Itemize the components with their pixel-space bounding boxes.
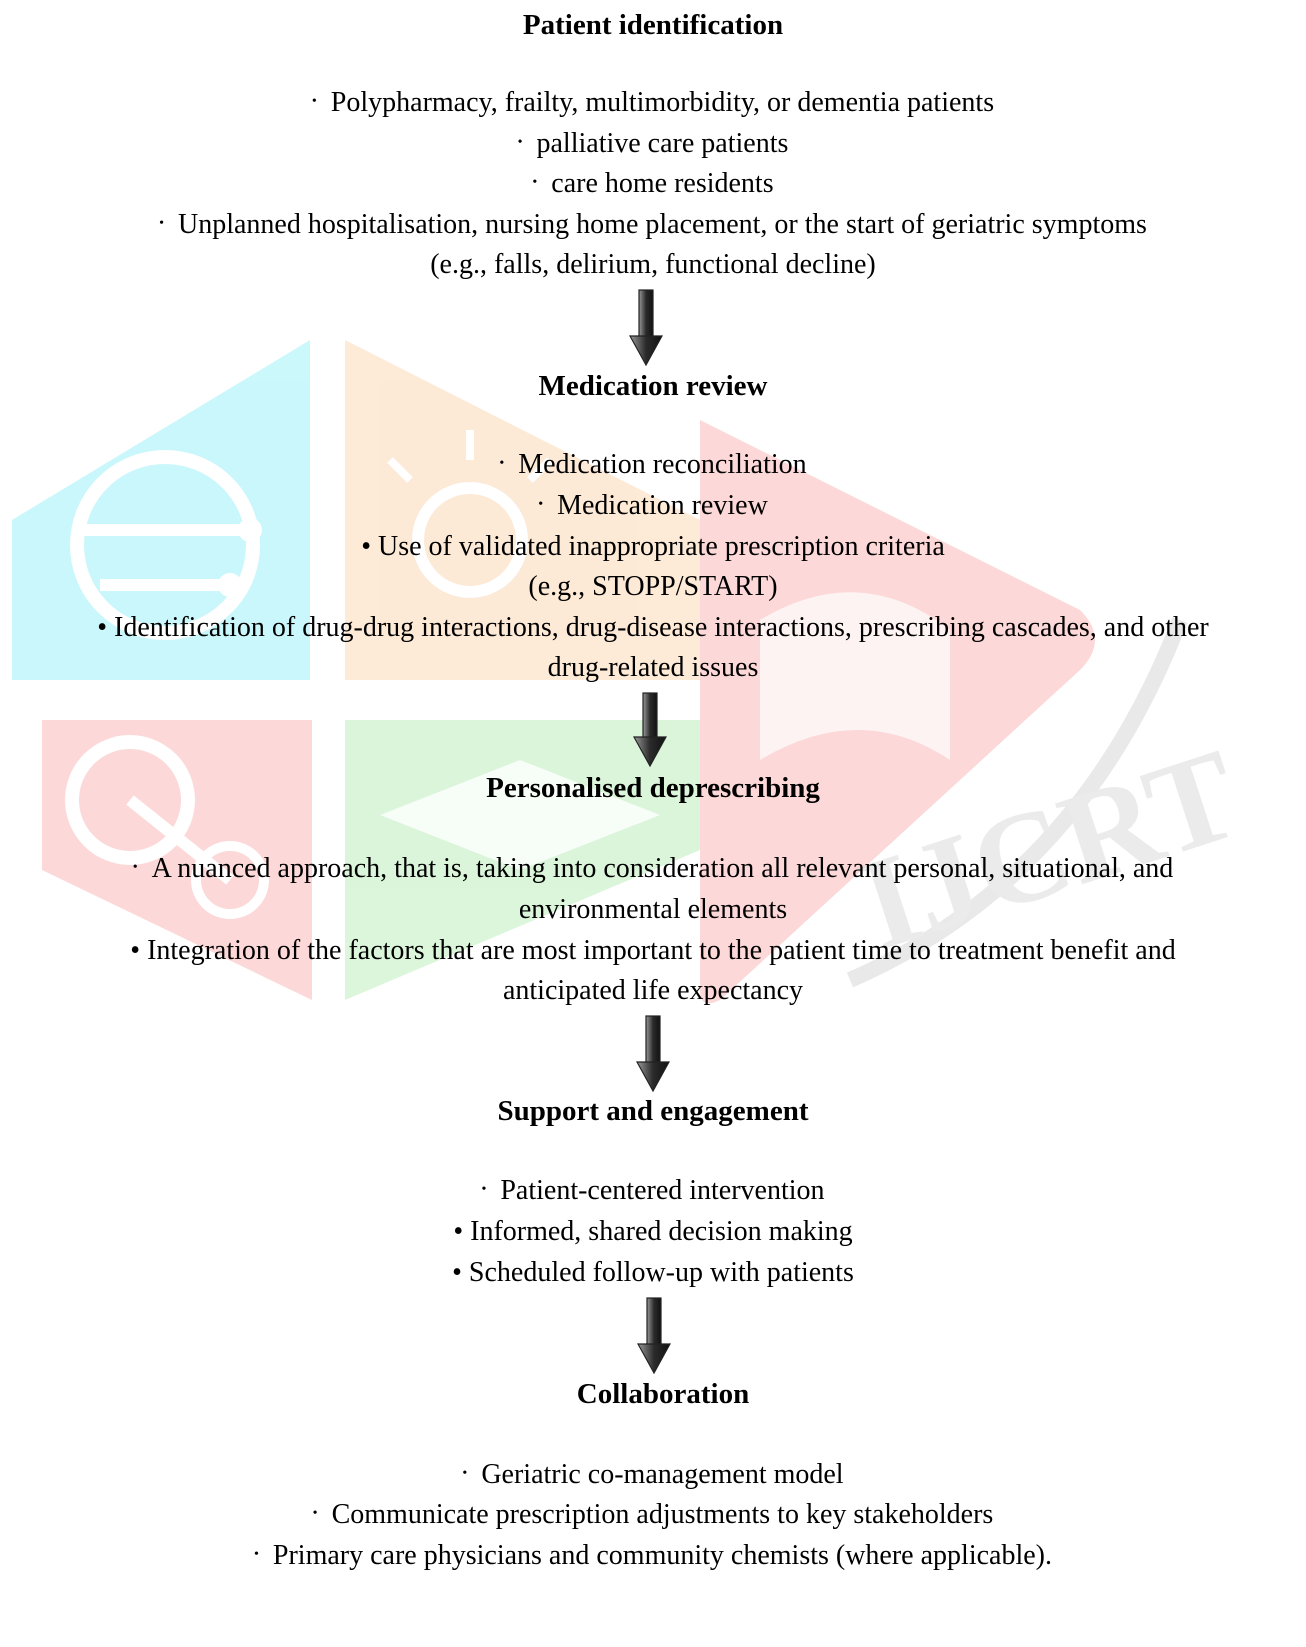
list-item: • Patient-centered intervention: [0, 1174, 1306, 1210]
list-item-text: Medication reconciliation: [518, 449, 807, 480]
down-arrow-icon: [637, 1297, 671, 1375]
list-item: • Use of validated inappropriate prescri…: [361, 531, 945, 562]
bullet-icon: •: [481, 1181, 487, 1197]
list-item: • Identification of drug-drug interactio…: [97, 612, 1209, 643]
gear-logo-tile: [42, 720, 312, 1000]
list-item: • Medication reconciliation: [0, 448, 1306, 484]
list-item-text: Patient-centered intervention: [500, 1175, 825, 1206]
list-item-continuation: (e.g., STOPP/START): [528, 571, 778, 602]
list-item-text: palliative care patients: [536, 128, 789, 159]
bullet-icon: •: [312, 1505, 318, 1521]
list-item: • Communicate prescription adjustments to…: [0, 1498, 1306, 1534]
bullet-icon: •: [499, 455, 505, 471]
down-arrow-icon: [636, 1015, 670, 1093]
list-item: • A nuanced approach, that is, taking int…: [0, 852, 1306, 888]
play-book-logo-tile: [700, 420, 1095, 1004]
bullet-icon: •: [538, 496, 544, 512]
list-item: • Integration of the factors that are mo…: [130, 935, 1176, 966]
bullet-icon: •: [532, 174, 538, 190]
graduation-cap-logo-tile: [345, 720, 700, 1000]
cloud-circuit-logo-tile: [12, 340, 310, 680]
list-item-text: Primary care physicians and community ch…: [272, 1540, 1052, 1571]
list-item-text: Geriatric co-management model: [481, 1459, 844, 1490]
section-heading: Personalised deprescribing: [486, 772, 820, 804]
list-item-text: Medication review: [557, 490, 768, 521]
section-heading: Medication review: [538, 370, 768, 402]
list-item-continuation: drug-related issues: [547, 652, 759, 683]
list-item: • care home residents: [0, 167, 1306, 203]
list-item: • Polypharmacy, frailty, multimorbidity, …: [0, 86, 1306, 122]
list-item: • Unplanned hospitalisation, nursing home…: [0, 208, 1306, 244]
list-item: • Informed, shared decision making: [453, 1216, 853, 1247]
list-item-text: Polypharmacy, frailty, multimorbidity, o…: [330, 87, 995, 118]
bullet-icon: •: [462, 1465, 468, 1481]
bullet-icon: •: [159, 215, 164, 231]
bullet-icon: •: [517, 134, 523, 150]
section-heading: Support and engagement: [497, 1095, 809, 1127]
section-heading: Patient identification: [522, 9, 784, 41]
lightbulb-logo-tile: [345, 340, 700, 680]
list-item-continuation: (e.g., falls, delirium, functional decli…: [430, 249, 876, 280]
list-item: • palliative care patients: [0, 127, 1306, 163]
down-arrow-icon: [629, 289, 663, 367]
list-item-text: Communicate prescription adjustments to …: [331, 1499, 994, 1530]
bullet-icon: •: [132, 859, 138, 875]
section-heading: Collaboration: [576, 1378, 750, 1410]
list-item: • Primary care physicians and community c…: [0, 1539, 1306, 1575]
list-item-text: A nuanced approach, that is, taking into…: [151, 853, 1174, 884]
list-item-continuation: environmental elements: [518, 894, 788, 925]
bullet-icon: •: [254, 1546, 259, 1562]
list-item: • Scheduled follow-up with patients: [452, 1257, 854, 1288]
bullet-icon: •: [311, 93, 317, 109]
list-item-continuation: anticipated life expectancy: [502, 975, 804, 1006]
list-item: • Geriatric co-management model: [0, 1458, 1306, 1494]
list-item: • Medication review: [0, 489, 1306, 525]
list-item-text: Unplanned hospitalisation, nursing home …: [178, 209, 1147, 240]
down-arrow-icon: [633, 692, 667, 768]
list-item-text: care home residents: [551, 168, 774, 199]
